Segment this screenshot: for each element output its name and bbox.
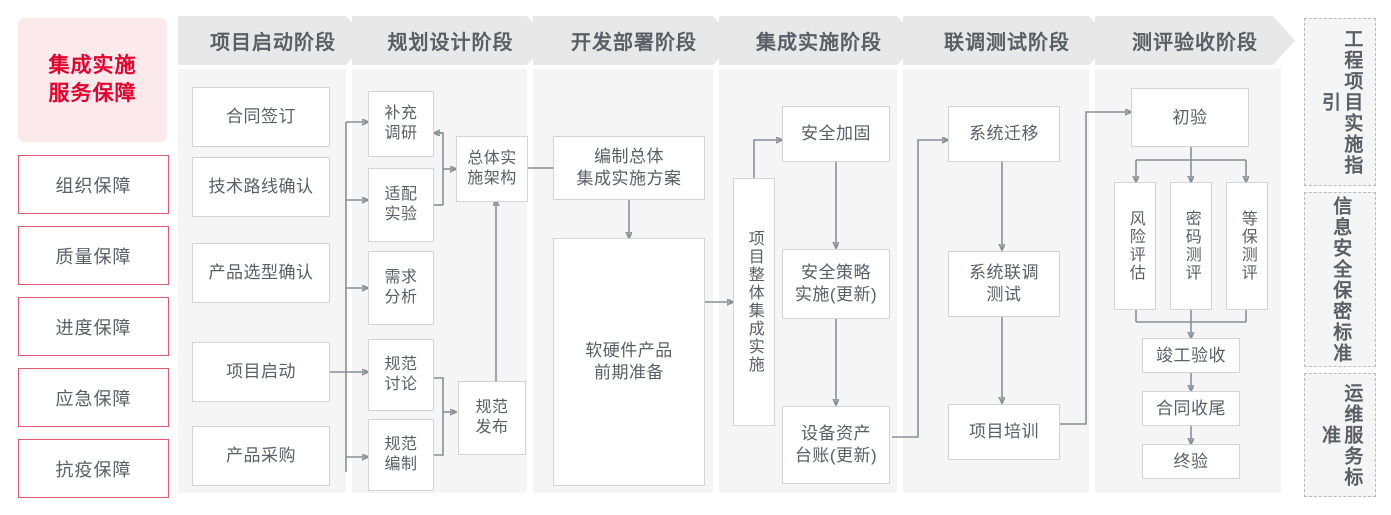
node-label: 安全加固 bbox=[801, 124, 871, 144]
node-crypto-evaluation[interactable]: 密码测评 bbox=[1170, 182, 1212, 310]
node-label: 终验 bbox=[1173, 451, 1209, 471]
node-label: 规范 发布 bbox=[475, 398, 509, 436]
node-label: 编制总体 集成实施方案 bbox=[576, 147, 682, 188]
sidebar-item-quality[interactable]: 质量保障 bbox=[18, 226, 169, 285]
phase-banner-label: 规划设计阶段 bbox=[387, 32, 514, 54]
node-spec-drafting[interactable]: 规范 编制 bbox=[368, 419, 434, 491]
standard-box-ops[interactable]: 运维服务标准 bbox=[1304, 373, 1376, 497]
sidebar-title: 集成实施 服务保障 bbox=[18, 18, 167, 142]
node-adapt-experiment[interactable]: 适配 实验 bbox=[368, 168, 434, 242]
node-project-kickoff[interactable]: 项目启动 bbox=[192, 342, 330, 402]
node-mlps-evaluation[interactable]: 等保测评 bbox=[1226, 182, 1268, 310]
node-label: 规范 讨论 bbox=[384, 355, 418, 393]
standard-label: 工程项目实施指引 bbox=[1319, 28, 1363, 176]
node-label: 总体实 施架构 bbox=[467, 149, 517, 187]
node-spec-release[interactable]: 规范 发布 bbox=[458, 381, 526, 455]
phase-banner-2[interactable]: 规划设计阶段 bbox=[352, 16, 549, 65]
phase-banner-4[interactable]: 集成实施阶段 bbox=[719, 16, 919, 65]
node-label: 等保测评 bbox=[1238, 210, 1256, 282]
node-tech-route-confirm[interactable]: 技术路线确认 bbox=[192, 157, 330, 217]
node-label: 风险评估 bbox=[1126, 210, 1144, 282]
sidebar-item-schedule[interactable]: 进度保障 bbox=[18, 297, 169, 356]
node-asset-ledger[interactable]: 设备资产 台账(更新) bbox=[782, 406, 890, 484]
node-label: 需求 分析 bbox=[384, 268, 418, 306]
sidebar-item-epidemic[interactable]: 抗疫保障 bbox=[18, 439, 169, 498]
node-spec-discussion[interactable]: 规范 讨论 bbox=[368, 339, 434, 411]
node-contract-signing[interactable]: 合同签订 bbox=[192, 87, 330, 147]
node-joint-debug-test[interactable]: 系统联调 测试 bbox=[948, 251, 1060, 317]
node-label: 产品采购 bbox=[226, 446, 296, 466]
node-label: 项目整体集成实施 bbox=[745, 230, 763, 374]
node-contract-closeout[interactable]: 合同收尾 bbox=[1142, 391, 1240, 426]
node-label: 系统联调 测试 bbox=[969, 263, 1039, 304]
node-final-acceptance[interactable]: 终验 bbox=[1142, 444, 1240, 479]
standard-box-security[interactable]: 信息安全保密标准 bbox=[1304, 192, 1376, 367]
standard-box-engineering[interactable]: 工程项目实施指引 bbox=[1304, 18, 1376, 186]
node-label: 安全策略 实施(更新) bbox=[794, 263, 878, 304]
node-label: 初验 bbox=[1172, 107, 1208, 127]
node-label: 合同收尾 bbox=[1156, 398, 1226, 418]
node-project-training[interactable]: 项目培训 bbox=[948, 404, 1060, 460]
node-label: 密码测评 bbox=[1182, 210, 1200, 282]
sidebar-item-organization[interactable]: 组织保障 bbox=[18, 155, 169, 214]
node-hw-sw-prep[interactable]: 软硬件产品 前期准备 bbox=[553, 238, 705, 486]
node-product-purchase[interactable]: 产品采购 bbox=[192, 426, 330, 486]
sidebar-item-label: 质量保障 bbox=[55, 246, 132, 267]
node-risk-assessment[interactable]: 风险评估 bbox=[1114, 182, 1156, 310]
node-label: 软硬件产品 前期准备 bbox=[585, 341, 673, 382]
sidebar-item-emergency[interactable]: 应急保障 bbox=[18, 368, 169, 427]
node-label: 项目培训 bbox=[969, 422, 1039, 442]
node-overall-architecture[interactable]: 总体实 施架构 bbox=[456, 136, 528, 202]
phase-banner-6[interactable]: 测评验收阶段 bbox=[1095, 16, 1295, 65]
node-label: 适配 实验 bbox=[384, 185, 418, 223]
phase-banner-label: 集成实施阶段 bbox=[756, 32, 882, 54]
sidebar-item-label: 组织保障 bbox=[55, 175, 132, 196]
node-security-hardening[interactable]: 安全加固 bbox=[782, 106, 890, 162]
phase-banner-label: 项目启动阶段 bbox=[210, 32, 336, 54]
sidebar-title-line2: 服务保障 bbox=[48, 82, 137, 105]
phase-banner-1[interactable]: 项目启动阶段 bbox=[178, 16, 368, 65]
node-label: 竣工验收 bbox=[1156, 345, 1226, 365]
sidebar-item-label: 应急保障 bbox=[55, 388, 132, 409]
node-product-selection[interactable]: 产品选型确认 bbox=[192, 243, 330, 303]
phase-banner-5[interactable]: 联调测试阶段 bbox=[903, 16, 1111, 65]
node-completion-acceptance[interactable]: 竣工验收 bbox=[1142, 338, 1240, 373]
node-project-integration[interactable]: 项目整体集成实施 bbox=[733, 178, 775, 426]
sidebar-item-label: 抗疫保障 bbox=[55, 459, 132, 480]
node-label: 设备资产 台账(更新) bbox=[794, 424, 878, 465]
node-label: 技术路线确认 bbox=[208, 177, 314, 197]
node-label: 补充 调研 bbox=[384, 104, 418, 142]
node-requirement-analysis[interactable]: 需求 分析 bbox=[368, 251, 434, 325]
phase-banner-label: 测评验收阶段 bbox=[1132, 32, 1258, 54]
node-label: 规范 编制 bbox=[384, 435, 418, 473]
standard-label: 信息安全保密标准 bbox=[1330, 195, 1352, 364]
node-overall-plan[interactable]: 编制总体 集成实施方案 bbox=[553, 136, 705, 200]
standard-label: 运维服务标准 bbox=[1319, 382, 1363, 488]
node-label: 合同签订 bbox=[226, 107, 296, 127]
node-supplement-research[interactable]: 补充 调研 bbox=[368, 91, 434, 157]
node-label: 项目启动 bbox=[226, 362, 296, 382]
node-system-migration[interactable]: 系统迁移 bbox=[948, 106, 1060, 162]
phase-banner-3[interactable]: 开发部署阶段 bbox=[533, 16, 735, 65]
phase-banner-label: 开发部署阶段 bbox=[571, 32, 697, 54]
sidebar-title-line1: 集成实施 bbox=[48, 53, 137, 77]
node-label: 产品选型确认 bbox=[208, 263, 314, 283]
node-security-policy[interactable]: 安全策略 实施(更新) bbox=[782, 249, 890, 319]
node-label: 系统迁移 bbox=[969, 124, 1039, 144]
node-preliminary-acceptance[interactable]: 初验 bbox=[1131, 88, 1249, 147]
phase-banner-label: 联调测试阶段 bbox=[944, 32, 1070, 54]
sidebar-item-label: 进度保障 bbox=[55, 317, 132, 338]
